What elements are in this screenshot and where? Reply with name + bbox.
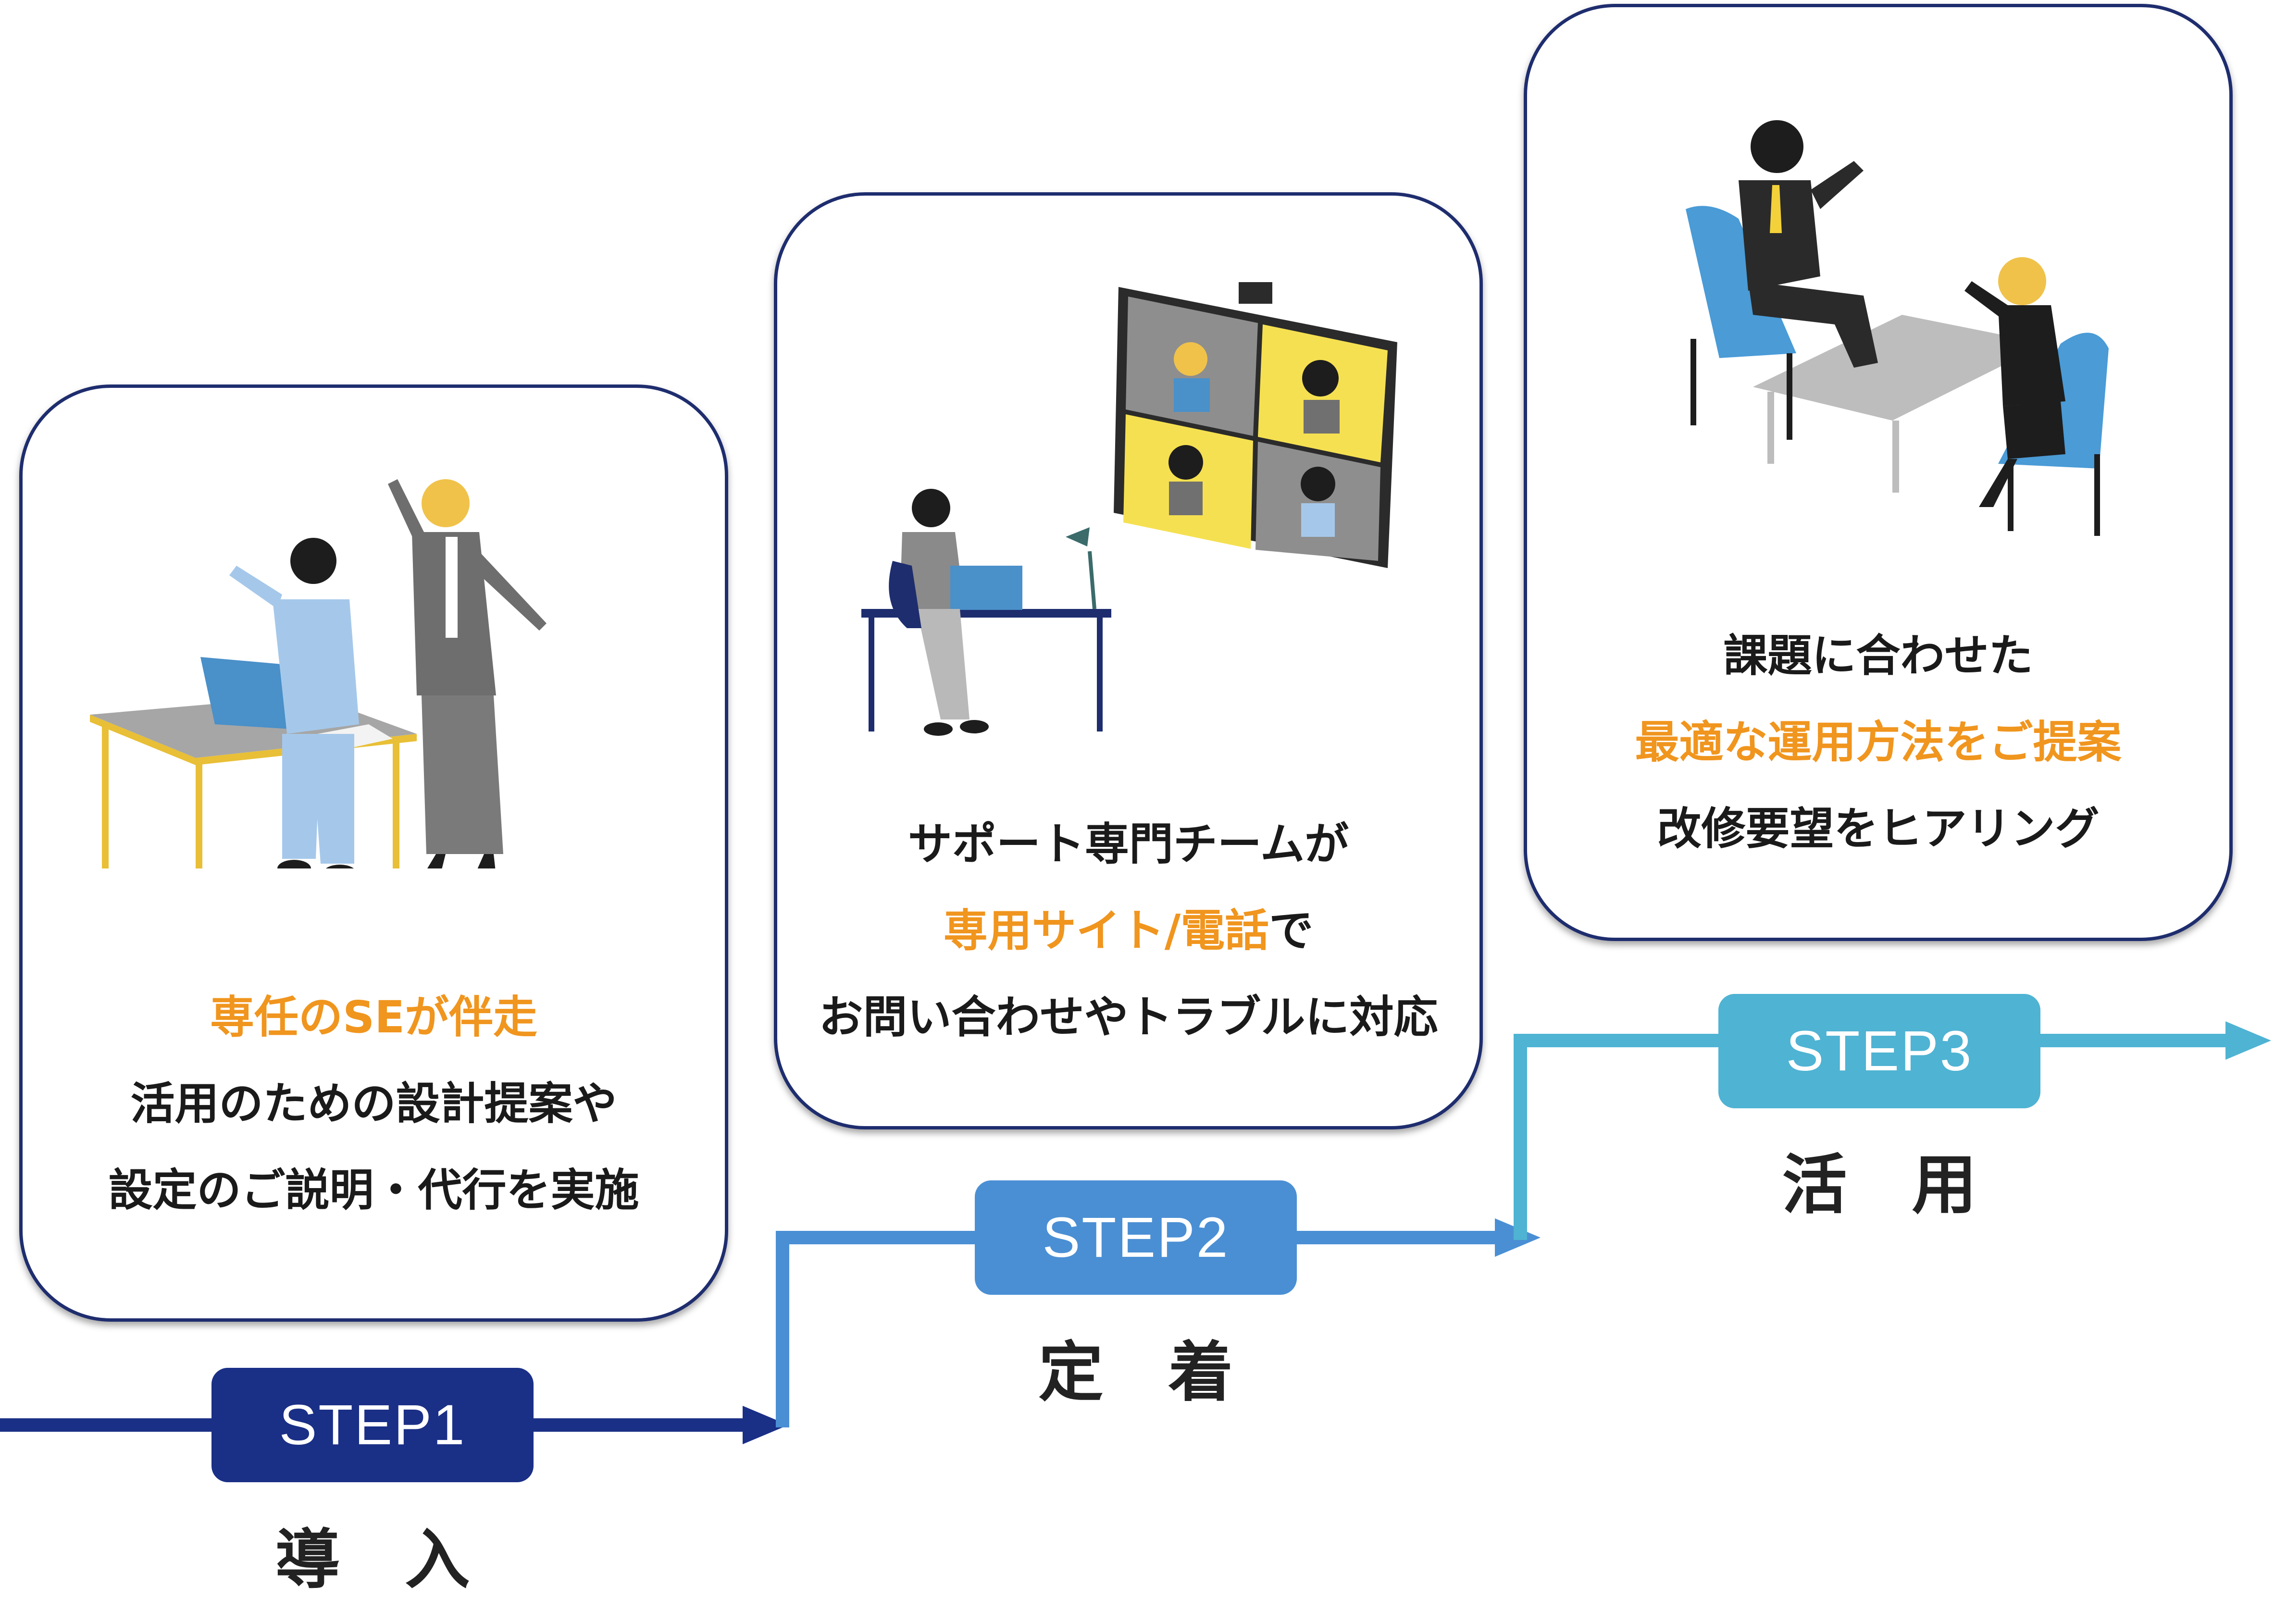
step1-highlight-line: 専任のSEが伴走 (210, 992, 538, 1043)
meeting-illustration (1686, 120, 2109, 536)
step3-card: 課題に合わせた 最適な運用方法をご提案 改修要望をヒアリング (1524, 4, 2233, 941)
consulting-at-desk-illustration (90, 479, 547, 868)
step2-highlight: 専用サイト/電話 (943, 905, 1269, 956)
step3-line-3: 改修要望をヒアリング (1657, 803, 2100, 855)
step2-line-2: 専用サイト/電話で (777, 888, 1479, 974)
step1-stage-label: 導 入 (275, 1522, 470, 1598)
step2-stage-label: 定 着 (1038, 1335, 1233, 1410)
step2-badge: STEP2 (975, 1180, 1297, 1295)
video-conference-illustration (861, 282, 1397, 736)
step3-stage-label: 活 用 (1782, 1147, 1977, 1223)
step1-line-3: 設定のご説明・代行を実施 (108, 1165, 639, 1216)
step2-line-2-tail: で (1269, 905, 1314, 956)
step1-line-2: 活用のための設計提案や (130, 1078, 617, 1129)
step1-card-text: 専任のSEが伴走 活用のための設計提案や 設定のご説明・代行を実施 (23, 974, 725, 1234)
step2-card-text: サポート専門チームが 専用サイト/電話で お問い合わせやトラブルに対応 (777, 801, 1479, 1061)
step3-highlight-line: 最適な運用方法をご提案 (1635, 717, 2122, 768)
step2-card: サポート専門チームが 専用サイト/電話で お問い合わせやトラブルに対応 (774, 192, 1483, 1129)
step2-line-1: サポート専門チームが (907, 818, 1349, 870)
step3-card-text: 課題に合わせた 最適な運用方法をご提案 改修要望をヒアリング (1527, 613, 2229, 872)
step3-line-1: 課題に合わせた (1723, 630, 2033, 682)
step1-badge: STEP1 (211, 1368, 534, 1482)
step2-line-3: お問い合わせやトラブルに対応 (819, 992, 1438, 1043)
step1-card: 専任のSEが伴走 活用のための設計提案や 設定のご説明・代行を実施 (19, 384, 728, 1322)
step3-badge: STEP3 (1718, 994, 2040, 1108)
